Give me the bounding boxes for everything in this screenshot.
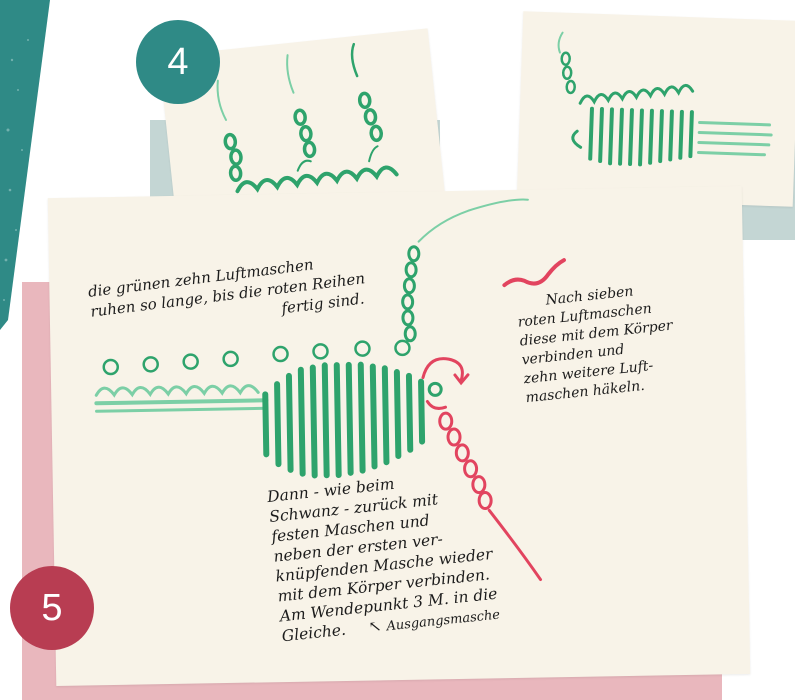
step-4-badge: 4	[136, 20, 220, 104]
step-5-illustration: die grünen zehn Luftmaschen ruhen so lan…	[48, 186, 750, 686]
curved-arrow-icon	[423, 358, 469, 409]
step-4-illustration-right	[517, 11, 795, 207]
red-stitch-note: Nach sieben roten Luftmaschen diese mit …	[515, 279, 680, 408]
note-line-end: Gleiche.	[281, 621, 347, 646]
step-5-number: 5	[41, 587, 62, 630]
step-4-number: 4	[167, 41, 188, 84]
stitch-drawing-right	[517, 11, 795, 207]
step-5-badge: 5	[10, 566, 94, 650]
main-instruction-note: Dann - wie beim Schwanz - zurück mit fes…	[266, 464, 501, 648]
up-arrow-icon: ↖	[368, 617, 383, 636]
